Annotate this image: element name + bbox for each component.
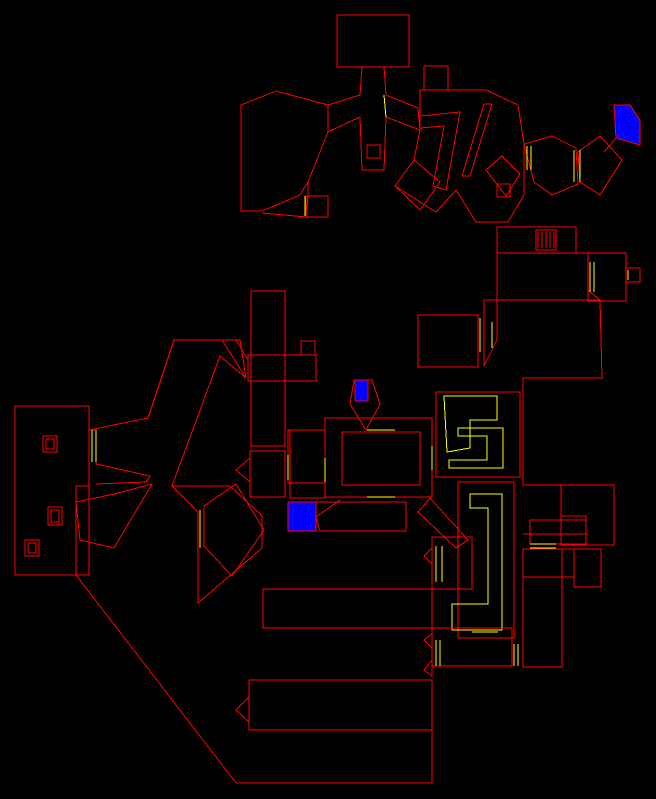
- stairs-east: [535, 229, 557, 251]
- room-west-hall: [88, 339, 263, 605]
- room-north-small: [305, 195, 329, 218]
- room-south-corridor: [315, 501, 407, 532]
- pillar-west-3: [24, 539, 40, 557]
- room-central-key: [349, 379, 381, 432]
- wall-lines: [14, 14, 641, 784]
- room-west-block: [14, 405, 90, 576]
- room-north-top: [336, 14, 410, 68]
- room-west-funnel: [75, 483, 154, 549]
- pillar-west-2: [47, 506, 63, 526]
- special-sectors: [613, 104, 641, 146]
- room-central-west-spike: [235, 456, 251, 484]
- key-area-north-east: [613, 104, 641, 146]
- door-north-tower-east: [383, 94, 387, 118]
- room-east-octagon: [523, 135, 579, 196]
- pillar-west-3-inner: [27, 542, 37, 554]
- room-east-side: [587, 252, 627, 302]
- room-west-ledge: [89, 429, 151, 485]
- room-east-bottom-top: [522, 548, 575, 578]
- room-north-diag: [485, 155, 521, 197]
- key-area-south: [287, 501, 317, 532]
- room-central-east: [435, 391, 521, 478]
- room-central-nub: [300, 340, 316, 356]
- room-west-diag: [75, 574, 237, 784]
- room-south-long-2: [431, 627, 513, 667]
- room-central-cross: [247, 354, 317, 382]
- room-central-main: [287, 417, 433, 498]
- room-west-notch: [222, 339, 247, 379]
- pillar-west-2-inner: [50, 509, 60, 523]
- room-west-octagon: [203, 483, 265, 577]
- room-south-spike-west: [235, 695, 250, 724]
- step-central-east-a: [443, 395, 498, 453]
- wall-west-tip: [235, 339, 249, 361]
- pillar-north: [366, 144, 381, 159]
- pillar-north-east: [496, 183, 511, 198]
- room-east-step: [483, 299, 498, 367]
- step-central-east-b: [448, 427, 504, 469]
- room-south-spike-3: [423, 658, 433, 677]
- room-south-annex: [431, 536, 473, 590]
- step-south-east: [451, 493, 503, 631]
- room-east-nub: [625, 267, 641, 283]
- room-north-box: [394, 159, 441, 211]
- room-west-edge: [75, 406, 90, 575]
- room-central-left: [289, 429, 326, 499]
- room-east-low: [529, 519, 587, 545]
- room-north-ramp: [461, 103, 493, 177]
- room-south-east-box: [457, 481, 515, 639]
- room-east-mid: [496, 252, 602, 301]
- pillar-west-1: [42, 435, 58, 453]
- room-north-zigzag: [419, 111, 461, 191]
- room-central-tower: [250, 290, 286, 447]
- room-east-west-box: [417, 314, 479, 368]
- room-south-diag: [315, 499, 341, 518]
- room-central-inner: [341, 431, 421, 486]
- room-south-ramp: [417, 497, 469, 549]
- pillar-west-1-inner: [45, 438, 55, 450]
- room-far-east: [560, 484, 615, 546]
- room-north-west-ledge: [261, 180, 309, 218]
- room-south-annex-spike: [423, 546, 433, 566]
- room-south-spike-2: [423, 633, 433, 650]
- key-area-central: [354, 379, 369, 402]
- door-lines: [91, 94, 629, 666]
